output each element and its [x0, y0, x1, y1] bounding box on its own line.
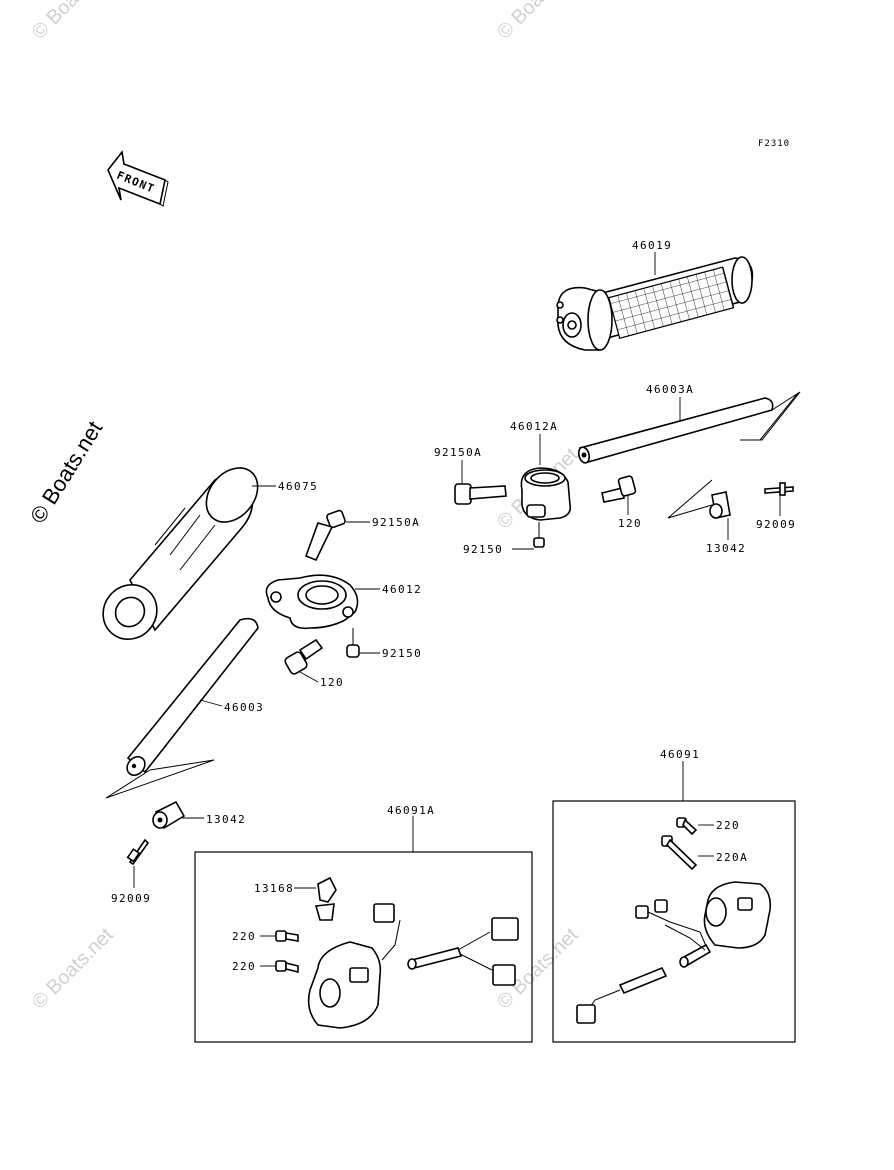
switch-assembly-left — [307, 876, 519, 1029]
label-220A: 220A — [716, 851, 748, 864]
label-92150A-left: 92150A — [372, 516, 420, 529]
weight-13042-left — [152, 800, 186, 830]
label-46075: 46075 — [278, 480, 318, 493]
faint-watermarks: © Boats.net © Boats.net © Boats.net © Bo… — [28, 0, 583, 1014]
label-92150-right: 92150 — [463, 543, 503, 556]
label-13042-left: 13042 — [206, 813, 246, 826]
label-13168: 13168 — [254, 882, 294, 895]
bolt-92150A-left — [304, 509, 346, 562]
switch-assembly-right — [576, 881, 772, 1024]
label-120-left: 120 — [320, 676, 344, 689]
watermark-faint-2: © Boats.net — [493, 0, 583, 44]
holder-46012-left — [265, 574, 359, 630]
front-arrow-icon: FRONT — [107, 150, 169, 207]
label-92009-left: 92009 — [111, 892, 151, 905]
bolt-92150A-right — [454, 483, 507, 505]
watermark-main: © Boats.net — [25, 417, 107, 528]
screw-220-c — [676, 817, 698, 836]
label-46091A: 46091A — [387, 804, 435, 817]
label-220-b: 220 — [232, 960, 256, 973]
screw-220-b — [275, 960, 299, 974]
screw-92009-left — [126, 838, 150, 866]
label-92150-left: 92150 — [382, 647, 422, 660]
screw-220A — [661, 835, 698, 871]
weight-13042-right — [667, 479, 731, 519]
label-46003A: 46003A — [646, 383, 694, 396]
label-220-a: 220 — [232, 930, 256, 943]
watermark-faint-4: © Boats.net — [28, 924, 118, 1014]
bolt-120-right — [601, 475, 637, 503]
screw-92009-right — [764, 482, 794, 496]
label-220-c: 220 — [716, 819, 740, 832]
label-46019: 46019 — [632, 239, 672, 252]
label-46012: 46012 — [382, 583, 422, 596]
label-13042-right: 13042 — [706, 542, 746, 555]
holder-46012A — [520, 467, 572, 521]
screw-92150-left — [346, 628, 360, 658]
leader-120-left — [299, 671, 319, 683]
handlebar-46003A — [577, 391, 801, 464]
label-92150A-right: 92150A — [434, 446, 482, 459]
assembly-box-46091A — [194, 851, 533, 1043]
label-46091: 46091 — [660, 748, 700, 761]
leader-46003 — [199, 699, 223, 707]
label-120-right: 120 — [618, 517, 642, 530]
handlebar-46003 — [105, 617, 259, 799]
bolt-120-left — [284, 638, 324, 675]
watermark-faint-1: © Boats.net — [28, 0, 118, 44]
screw-92150-right — [533, 522, 545, 548]
assembly-box-46091 — [552, 800, 796, 1043]
label-92009-right: 92009 — [756, 518, 796, 531]
label-46012A: 46012A — [510, 420, 558, 433]
label-46003: 46003 — [224, 701, 264, 714]
screw-220-a — [275, 930, 299, 942]
left-grip-46075 — [102, 467, 259, 640]
right-grip-46019 — [556, 256, 754, 351]
figure-code: F2310 — [758, 139, 790, 149]
